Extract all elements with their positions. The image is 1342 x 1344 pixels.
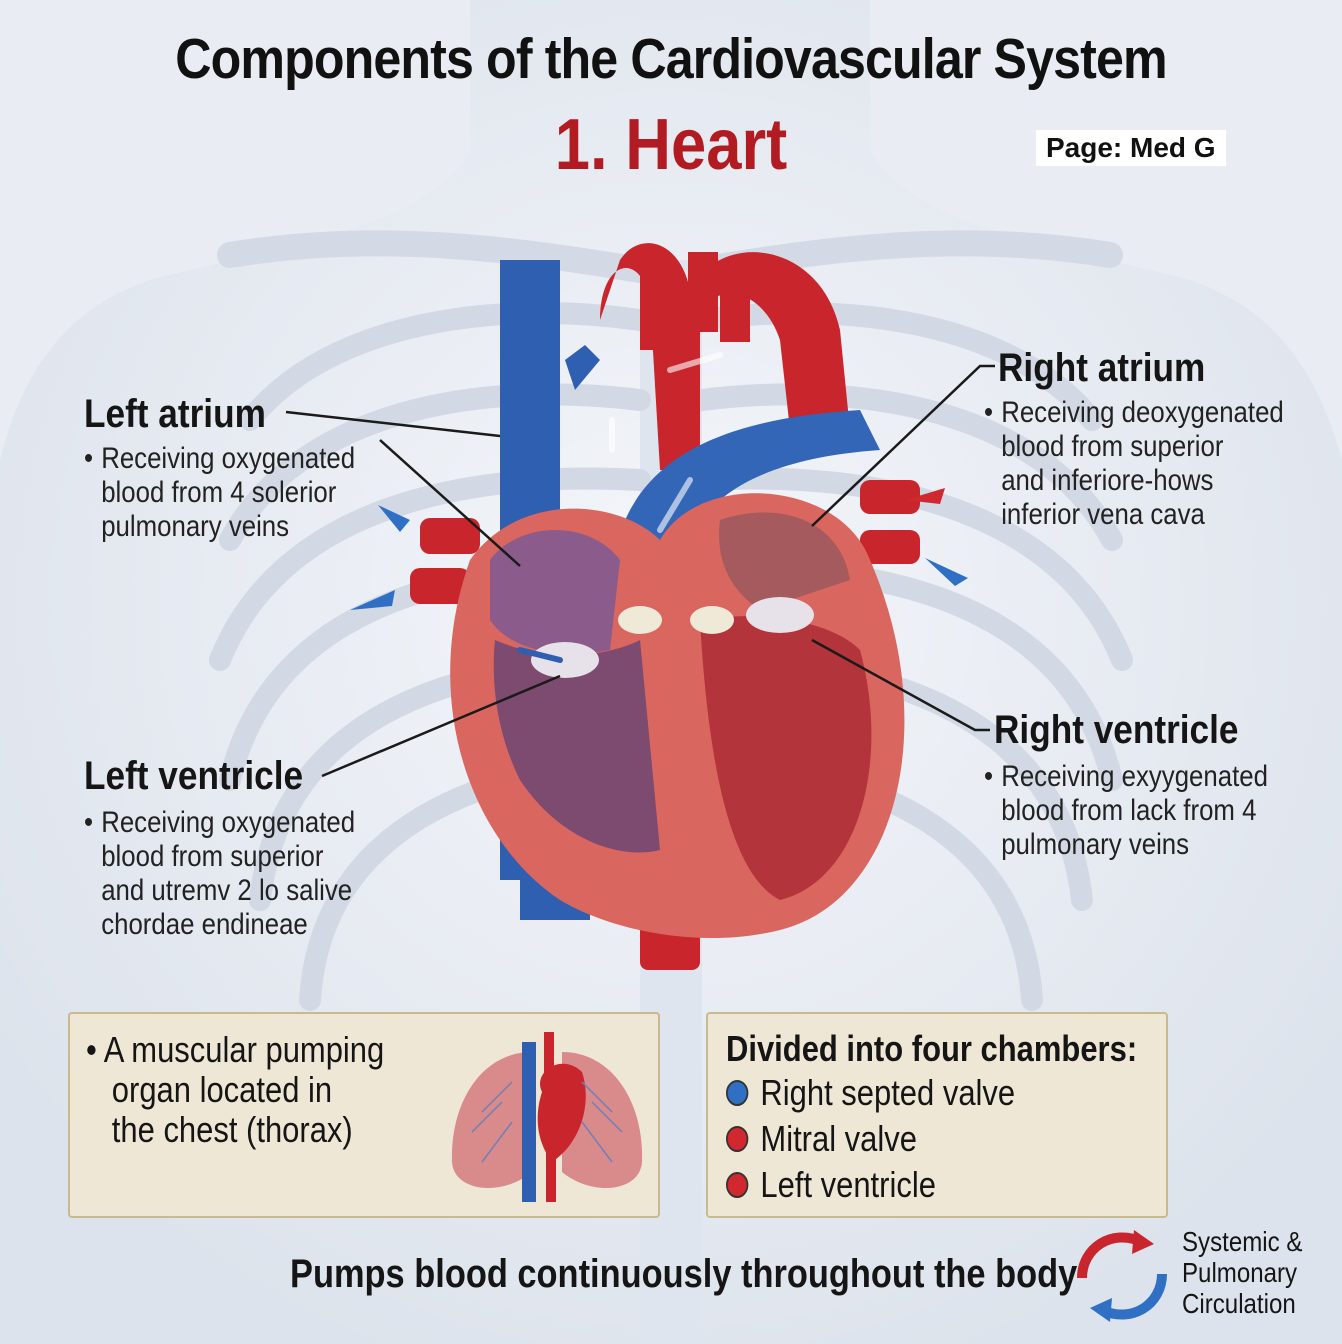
right-ventricle-description: •Receiving exyygenated blood from lack f… xyxy=(984,760,1268,862)
right-atrium-leader-line xyxy=(811,364,995,527)
left-ventricle-description: •Receiving oxygenated blood from superio… xyxy=(84,806,355,942)
circulation-cycle-icon xyxy=(1077,1230,1167,1322)
left-atrium-leader-line xyxy=(285,410,501,438)
right-atrium-line: Receiving deoxygenated xyxy=(1001,396,1284,429)
left-atrium-line: Receiving oxygenated xyxy=(101,442,356,475)
left-atrium-line: pulmonary veins xyxy=(101,510,290,543)
left-ventricle-cavity xyxy=(493,640,660,853)
bullet: • xyxy=(84,442,94,475)
page-subtitle: 1. Heart xyxy=(554,105,788,185)
chamber-color-dot xyxy=(726,1126,749,1152)
chambers-title: Divided into four chambers: xyxy=(726,1028,1138,1069)
chamber-item-label: Left ventricle xyxy=(760,1164,936,1205)
organ-info-line: the chest (thorax) xyxy=(111,1109,353,1150)
right-atrium-cavity xyxy=(719,512,850,610)
right-ventricle-label: Right ventricle xyxy=(994,708,1272,753)
right-ventricle-line: blood from lack from 4 xyxy=(1001,794,1257,827)
circulation-line: Circulation xyxy=(1182,1288,1296,1319)
chamber-item-label: Mitral valve xyxy=(760,1118,917,1159)
right-ventricle-line: Receiving exyygenated xyxy=(1001,760,1268,793)
tricuspid-valve xyxy=(746,597,814,633)
chamber-color-dot xyxy=(726,1172,749,1198)
right-atrium-line: inferior vena cava xyxy=(1001,498,1205,531)
right-atrium-line: blood from superior xyxy=(1001,430,1224,463)
right-ventricle-line: pulmonary veins xyxy=(1001,828,1190,861)
left-atrium-heading: Left atrium xyxy=(84,392,266,436)
page-tag: Page: Med G xyxy=(1036,130,1226,166)
right-atrium-line: and inferiore-hows xyxy=(1001,464,1214,497)
left-ventricle-label: Left ventricle xyxy=(84,754,333,799)
chambers-box: Divided into four chambers: Right septed… xyxy=(706,1012,1168,1218)
chamber-item: Left ventricle xyxy=(726,1164,936,1206)
mitral-valve xyxy=(531,642,599,678)
organ-info-text: • A muscular pumping organ located in th… xyxy=(86,1030,384,1150)
circulation-label: Systemic & Pulmonary Circulation xyxy=(1182,1226,1302,1319)
right-ventricle-heading: Right ventricle xyxy=(994,708,1239,752)
left-atrium-label: Left atrium xyxy=(84,392,291,437)
organ-info-box: • A muscular pumping organ located in th… xyxy=(68,1012,660,1218)
chamber-item: Right septed valve xyxy=(726,1072,1015,1114)
bullet: • xyxy=(84,806,94,839)
chamber-color-dot xyxy=(726,1080,749,1106)
circulation-line: Systemic & xyxy=(1182,1226,1303,1257)
bullet: • xyxy=(984,760,994,793)
lungs-heart-icon xyxy=(451,1032,643,1202)
left-ventricle-line: Receiving oxygenated xyxy=(101,806,356,839)
left-atrium-line: blood from 4 solerior xyxy=(101,476,337,509)
left-atrium-cavity xyxy=(490,530,620,654)
left-ventricle-line: and utremv 2 lo salive xyxy=(101,874,353,907)
organ-info-line: organ located in xyxy=(111,1069,333,1110)
left-ventricle-line: chordae endineae xyxy=(101,908,308,941)
bullet: • xyxy=(86,1029,97,1070)
chamber-item-label: Right septed valve xyxy=(760,1072,1016,1113)
right-atrium-description: •Receiving deoxygenated blood from super… xyxy=(984,396,1284,532)
bullet: • xyxy=(984,396,994,429)
left-ventricle-heading: Left ventricle xyxy=(84,754,304,798)
right-ventricle-cavity xyxy=(700,616,872,900)
circulation-line: Pulmonary xyxy=(1182,1257,1298,1288)
right-ventricle-leader-line xyxy=(811,638,990,732)
left-ventricle-line: blood from superior xyxy=(101,840,324,873)
footer-text: Pumps blood continuously throughout the … xyxy=(290,1252,1078,1296)
page-title: Components of the Cardiovascular System xyxy=(175,27,1167,91)
organ-info-line: A muscular pumping xyxy=(103,1029,385,1070)
chamber-item: Mitral valve xyxy=(726,1118,917,1160)
left-atrium-description: •Receiving oxygenated blood from 4 soler… xyxy=(84,442,355,544)
right-atrium-label: Right atrium xyxy=(998,346,1234,391)
left-ventricle-leader-line xyxy=(321,674,561,778)
right-atrium-heading: Right atrium xyxy=(998,346,1206,390)
